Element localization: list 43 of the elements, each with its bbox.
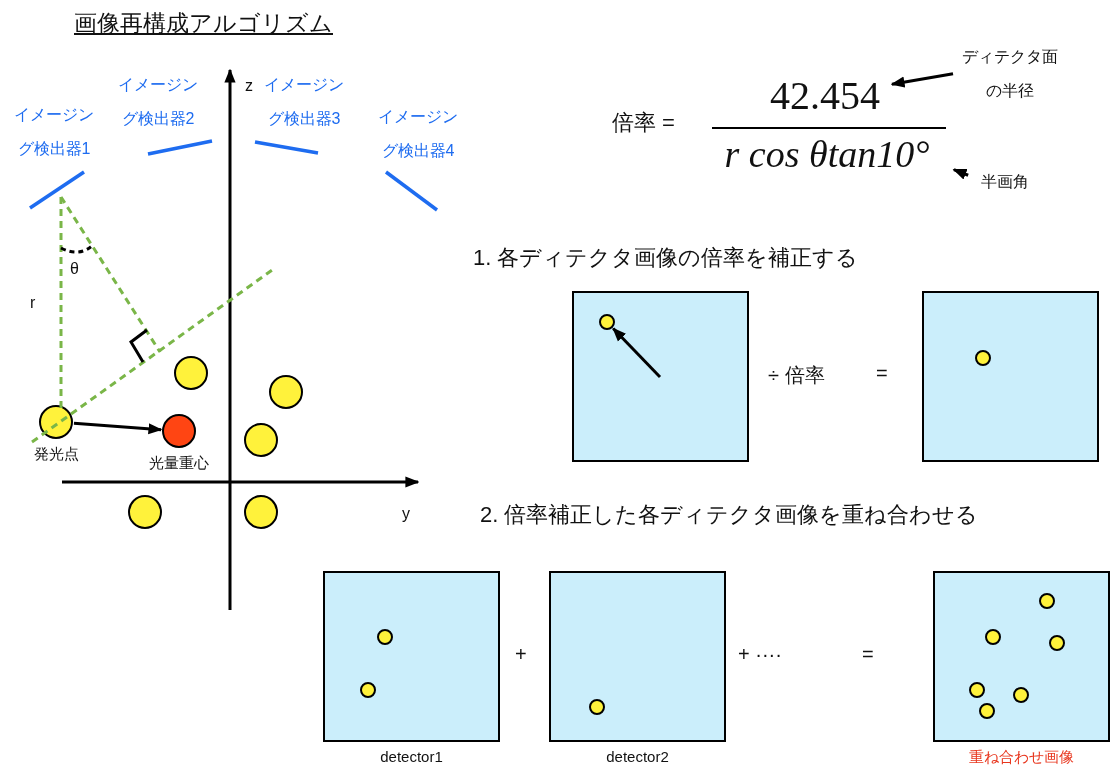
light-spot	[174, 356, 208, 390]
point-caption: 発光点	[33, 445, 79, 464]
light-spot	[269, 375, 303, 409]
step-heading: 1. 各ディテクタ画像の倍率を補正する	[473, 244, 859, 272]
arrow	[73, 421, 163, 435]
detector-image	[323, 571, 500, 742]
image-caption: detector2	[606, 748, 669, 765]
operator-label: =	[876, 362, 888, 385]
light-spot	[599, 314, 615, 330]
annotation-text: 半画角	[970, 172, 1040, 200]
detector-label: イメージング検出器3	[263, 75, 345, 129]
formula-numerator: 42.454	[760, 72, 890, 118]
length-label: r	[30, 294, 36, 312]
title: 画像再構成アルゴリズム	[74, 9, 333, 38]
detector-image	[572, 291, 749, 462]
detector-image	[922, 291, 1099, 462]
light-spot	[244, 495, 278, 529]
arrow	[890, 72, 954, 88]
detector-label: イメージング検出器1	[13, 105, 95, 159]
arrow	[952, 168, 969, 180]
annotation-text: ディテクタ面の半径	[955, 40, 1065, 110]
image-caption: 重ね合わせ画像	[969, 748, 1074, 767]
axis-label: y	[402, 505, 410, 523]
detector-image	[933, 571, 1110, 742]
formula-denominator: r cos θtan10°	[702, 132, 952, 182]
operator-label: ÷ 倍率	[768, 363, 825, 388]
axis-label: z	[245, 77, 253, 95]
detector-label: イメージング検出器2	[117, 75, 199, 129]
light-spot	[128, 495, 162, 529]
operator-label: +	[515, 643, 527, 666]
formula-label: 倍率 =	[612, 109, 675, 137]
operator-label: =	[862, 643, 874, 666]
image-caption: detector1	[380, 748, 443, 765]
step-heading: 2. 倍率補正した各ディテクタ画像を重ね合わせる	[480, 501, 979, 529]
arrow	[612, 327, 662, 379]
centroid-spot	[162, 414, 196, 448]
detector-image	[549, 571, 726, 742]
operator-label: + ····	[738, 643, 782, 666]
point-caption: 光量重心	[149, 454, 209, 473]
angle-label: θ	[70, 260, 79, 278]
light-spot	[244, 423, 278, 457]
detector-label: イメージング検出器4	[377, 107, 459, 161]
light-spot	[39, 405, 73, 439]
